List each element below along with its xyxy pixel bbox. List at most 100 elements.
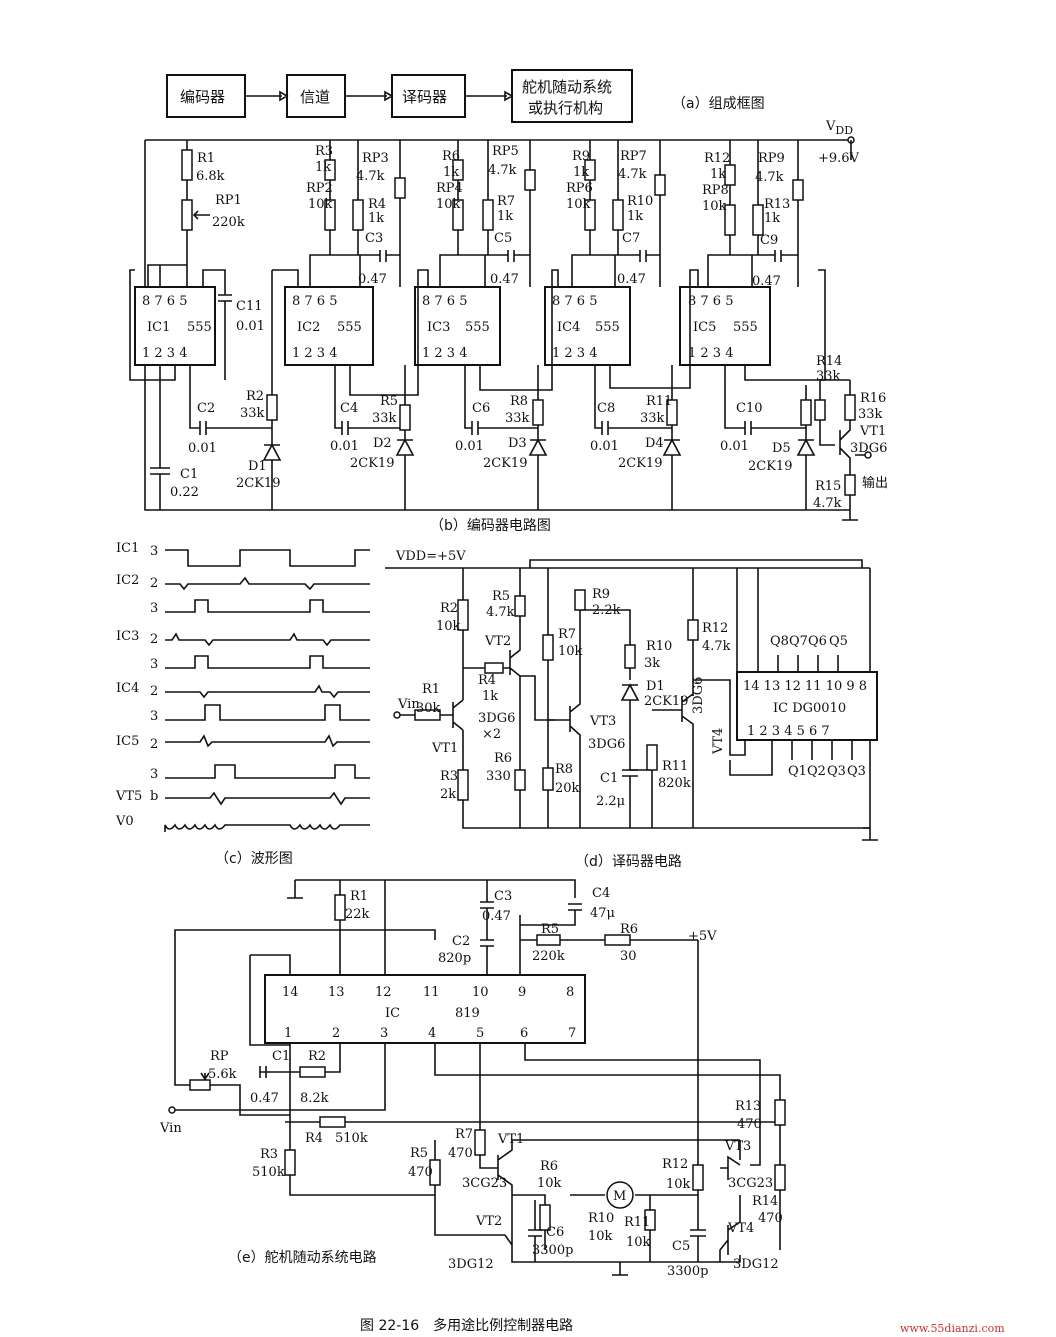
dec-q1: Q1 (788, 764, 807, 779)
c1-value: 0.22 (170, 485, 199, 500)
ic5-label: IC5 (693, 320, 716, 335)
servo-r11-value: 10k (626, 1235, 651, 1250)
block-arrows (245, 90, 514, 102)
servo-pin-11: 11 (423, 985, 440, 1000)
servo-r6-value: 30 (620, 949, 637, 964)
stage4-lower-wires (594, 269, 699, 510)
dec-r12-label: R12 (702, 621, 728, 636)
servo-rp-value: 5.6k (208, 1067, 237, 1082)
dec-q6: Q6 (808, 634, 827, 649)
dec-c1-value: 2.2μ (596, 794, 625, 809)
d4-part: 2CK19 (618, 456, 662, 471)
servo-r10-value: 10k (588, 1229, 613, 1244)
stage2-lower-wires (334, 269, 429, 510)
servo-pin-4: 4 (428, 1026, 436, 1041)
c11-value: 0.01 (236, 319, 265, 334)
ic3-pins-top: 8 7 6 5 (422, 294, 467, 309)
dec-r5-label: R5 (492, 589, 510, 604)
block-decoder (391, 74, 466, 118)
dec-vt4 (681, 568, 746, 828)
ic4-part: 555 (595, 320, 620, 335)
vt1-part: 3DG6 (850, 441, 887, 456)
servo-pin-10: 10 (472, 985, 489, 1000)
dec-vt1-label: VT1 (431, 741, 458, 756)
r9-label: R9 (572, 149, 590, 164)
dec-r1-value: 30k (416, 701, 441, 716)
dec-q5: Q5 (829, 634, 848, 649)
d1-label: D1 (248, 459, 267, 474)
dec-vt1 (400, 699, 464, 731)
dec-vt4-label: VT4 (711, 728, 726, 755)
dec-r6-value: 330 (486, 769, 511, 784)
dec-vt3-label: VT3 (589, 714, 616, 729)
stage-3: R6 1k RP4 10k RP5 4.7k R7 1k C5 0.47 C6 … (436, 140, 559, 510)
wave-ic2-3 (165, 599, 370, 613)
servo-r14-value: 470 (758, 1211, 783, 1226)
wave-ic4-3 (165, 704, 370, 721)
rp2-value: 10k (308, 197, 333, 212)
ic2-part: 555 (337, 320, 362, 335)
r12-label: R12 (704, 151, 730, 166)
dec-q3: Q3 (827, 764, 846, 779)
ic2-label: IC2 (297, 320, 320, 335)
servo-vin-label: Vin (159, 1121, 182, 1136)
rp2-label: RP2 (306, 181, 333, 196)
caption-c: （c）波形图 (215, 851, 293, 867)
r15-value: 4.7k (813, 496, 842, 511)
dec-vt12-part: 3DG6 (478, 711, 515, 726)
output-wires (819, 140, 865, 510)
caption-d: （d）译码器电路 (575, 854, 682, 870)
servo-pin-13: 13 (328, 985, 345, 1000)
servo-vt2-label: VT2 (475, 1214, 502, 1229)
dec-r6-label: R6 (494, 751, 512, 766)
servo-vt3-label: VT3 (724, 1139, 751, 1154)
servo-c4-value: 47μ (590, 906, 615, 921)
d2-part: 2CK19 (350, 456, 394, 471)
wave-pin-ic4-3: 3 (150, 709, 158, 724)
rp6-label: RP6 (566, 181, 593, 196)
wave-pin-ic3-3: 3 (150, 657, 158, 672)
rp9-value: 4.7k (755, 170, 784, 185)
servo-circuit: R1 22k C3 0.47 C4 47μ C2 820p R5 220k R6… (159, 879, 786, 1279)
servo-vcc-label: +5V (688, 929, 717, 944)
dec-r9-label: R9 (592, 587, 610, 602)
servo-vt2-part: 3DG12 (448, 1257, 494, 1272)
servo-r11-label: R11 (624, 1215, 650, 1230)
dec-q7: Q7 (789, 634, 808, 649)
ground-symbol (842, 510, 858, 521)
r5-value: 33k (372, 411, 397, 426)
wave-pin-ic2-2: 2 (150, 576, 158, 591)
servo-c5-value: 3300p (667, 1264, 708, 1279)
servo-pin-2: 2 (332, 1026, 340, 1041)
r6-label: R6 (442, 149, 460, 164)
block-decoder-label: 译码器 (402, 88, 447, 106)
ic1-pins-top: 8 7 6 5 (142, 294, 187, 309)
waveform-panel: IC1 3 IC2 2 3 IC3 2 3 IC4 2 3 IC5 2 3 VT… (115, 541, 370, 867)
dec-r5-value: 4.7k (486, 605, 515, 620)
servo-vin-terminal (168, 1106, 176, 1114)
ic1-timing-wires (147, 140, 188, 287)
c6-value: 0.01 (455, 439, 484, 454)
d2-label: D2 (373, 436, 392, 451)
decoder-rails (385, 559, 878, 841)
c10-label: C10 (736, 401, 763, 416)
dec-r9-value: 2.2k (592, 603, 621, 618)
servo-r7-label: R7 (455, 1127, 473, 1142)
wave-label-v0: V0 (115, 814, 134, 829)
r3-label: R3 (315, 144, 333, 159)
ic1-part: 555 (187, 320, 212, 335)
servo-vt3-part: 3CG23 (728, 1176, 773, 1191)
decoder-vdd-label: VDD=+5V (395, 549, 466, 564)
servo-r13-value: 470 (737, 1117, 762, 1132)
wave-ic5-2 (165, 734, 370, 748)
servo-c4-label: C4 (592, 886, 610, 901)
servo-ic-chip (264, 974, 586, 1044)
dec-q3b: Q3 (847, 764, 866, 779)
r2-label: R2 (246, 389, 264, 404)
dec-vt12-count: ×2 (482, 727, 501, 742)
servo-r12-value: 10k (666, 1177, 691, 1192)
servo-pin-9: 9 (518, 985, 526, 1000)
ic2-pins-bottom: 1 2 3 4 (292, 346, 337, 361)
servo-pin-5: 5 (476, 1026, 484, 1041)
d4-label: D4 (645, 436, 664, 451)
